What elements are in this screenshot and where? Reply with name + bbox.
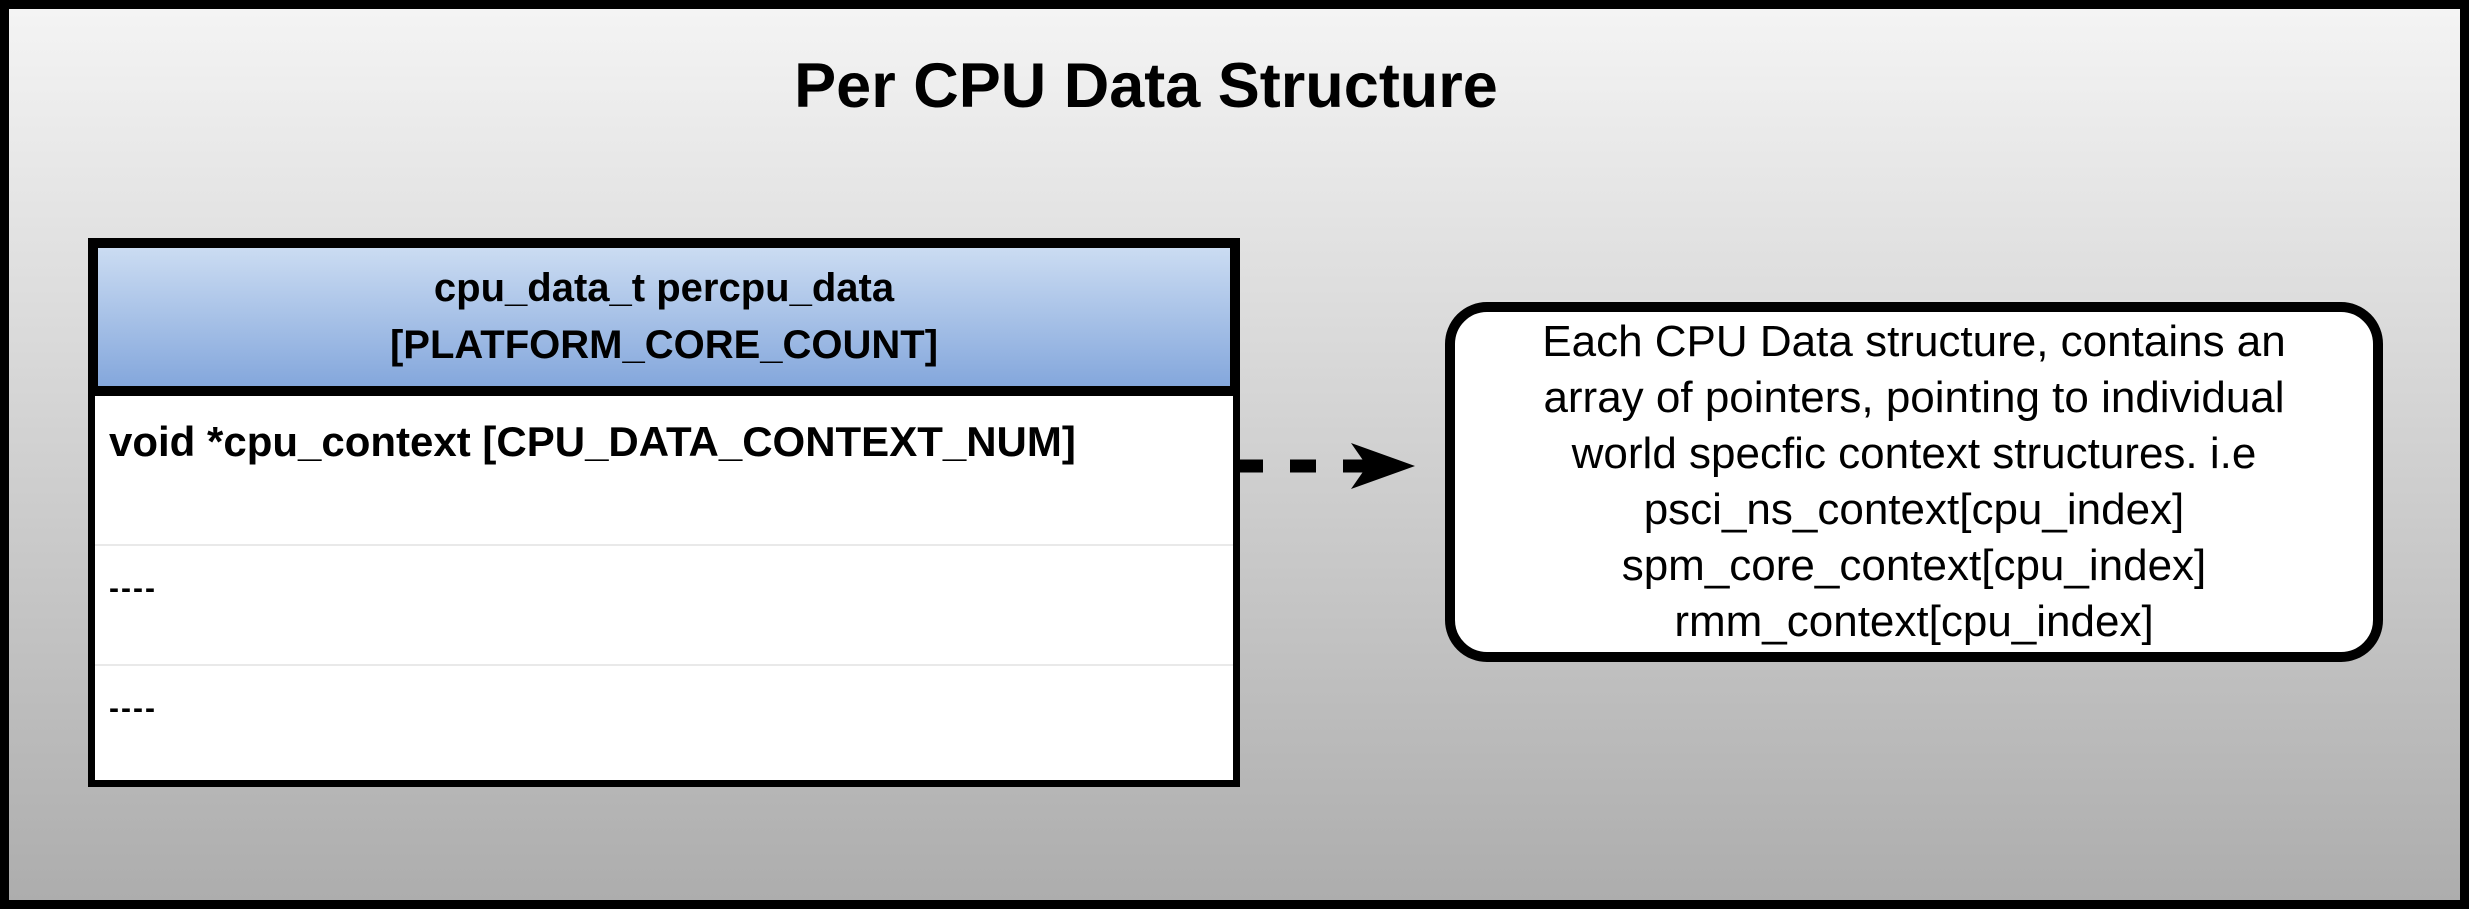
note-line-2: array of pointers, pointing to individua… — [1543, 373, 2285, 422]
note-line-1: Each CPU Data structure, contains an — [1542, 317, 2286, 366]
struct-table-header: cpu_data_t percpu_data [PLATFORM_CORE_CO… — [88, 238, 1240, 396]
diagram-title: Per CPU Data Structure — [794, 51, 1498, 121]
note-line-5: spm_core_context[cpu_index] — [1621, 541, 2207, 590]
cpu-data-struct-table: cpu_data_t percpu_data [PLATFORM_CORE_CO… — [88, 238, 1240, 787]
struct-table-body: void *cpu_context [CPU_DATA_CONTEXT_NUM]… — [88, 396, 1240, 787]
note-line-4: psci_ns_context[cpu_index] — [1643, 485, 2185, 534]
struct-header-line-1: cpu_data_t percpu_data — [433, 266, 895, 310]
struct-header-line-2: [PLATFORM_CORE_COUNT] — [389, 323, 939, 367]
note-line-6: rmm_context[cpu_index] — [1674, 597, 2154, 646]
dashed-arrow-icon — [1237, 443, 1415, 489]
annotation-note: Each CPU Data structure, contains an arr… — [1445, 302, 2383, 662]
table-row-placeholder-2: ---- — [95, 664, 1233, 780]
table-row-cpu-context: void *cpu_context [CPU_DATA_CONTEXT_NUM] — [109, 418, 1076, 465]
note-line-3: world specfic context structures. i.e — [1571, 429, 2257, 478]
table-row-placeholder-1: ---- — [95, 544, 1233, 664]
